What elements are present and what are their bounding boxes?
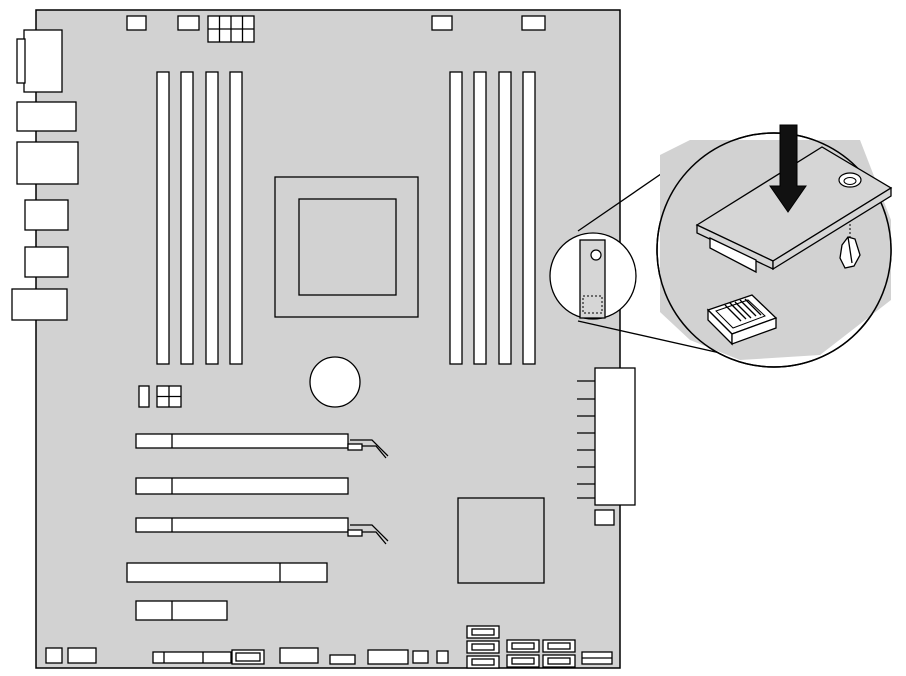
zoom-callout-icon — [656, 124, 893, 368]
pcie-slot-3 — [135, 517, 389, 545]
callout-source — [549, 232, 637, 320]
chipset — [457, 497, 545, 584]
standoff-post — [839, 192, 861, 269]
pcie-slot-1 — [135, 433, 389, 459]
cpu-socket — [274, 176, 419, 318]
bottom-connectors — [45, 647, 449, 665]
header-connector — [706, 294, 778, 346]
aux-power-connectors — [138, 385, 182, 408]
pcie-slot-2 — [135, 477, 349, 495]
arrow-down-icon — [769, 124, 807, 213]
rear-io-ports — [11, 29, 79, 321]
cmos-battery — [309, 356, 361, 408]
pci-slot — [126, 562, 328, 583]
memory-slots-left — [156, 71, 243, 365]
memory-slots-right — [449, 71, 536, 365]
sata-connectors — [466, 625, 613, 669]
top-connectors — [126, 15, 546, 43]
pcie-x1-slot — [135, 600, 228, 621]
main-power-connector — [577, 367, 636, 526]
